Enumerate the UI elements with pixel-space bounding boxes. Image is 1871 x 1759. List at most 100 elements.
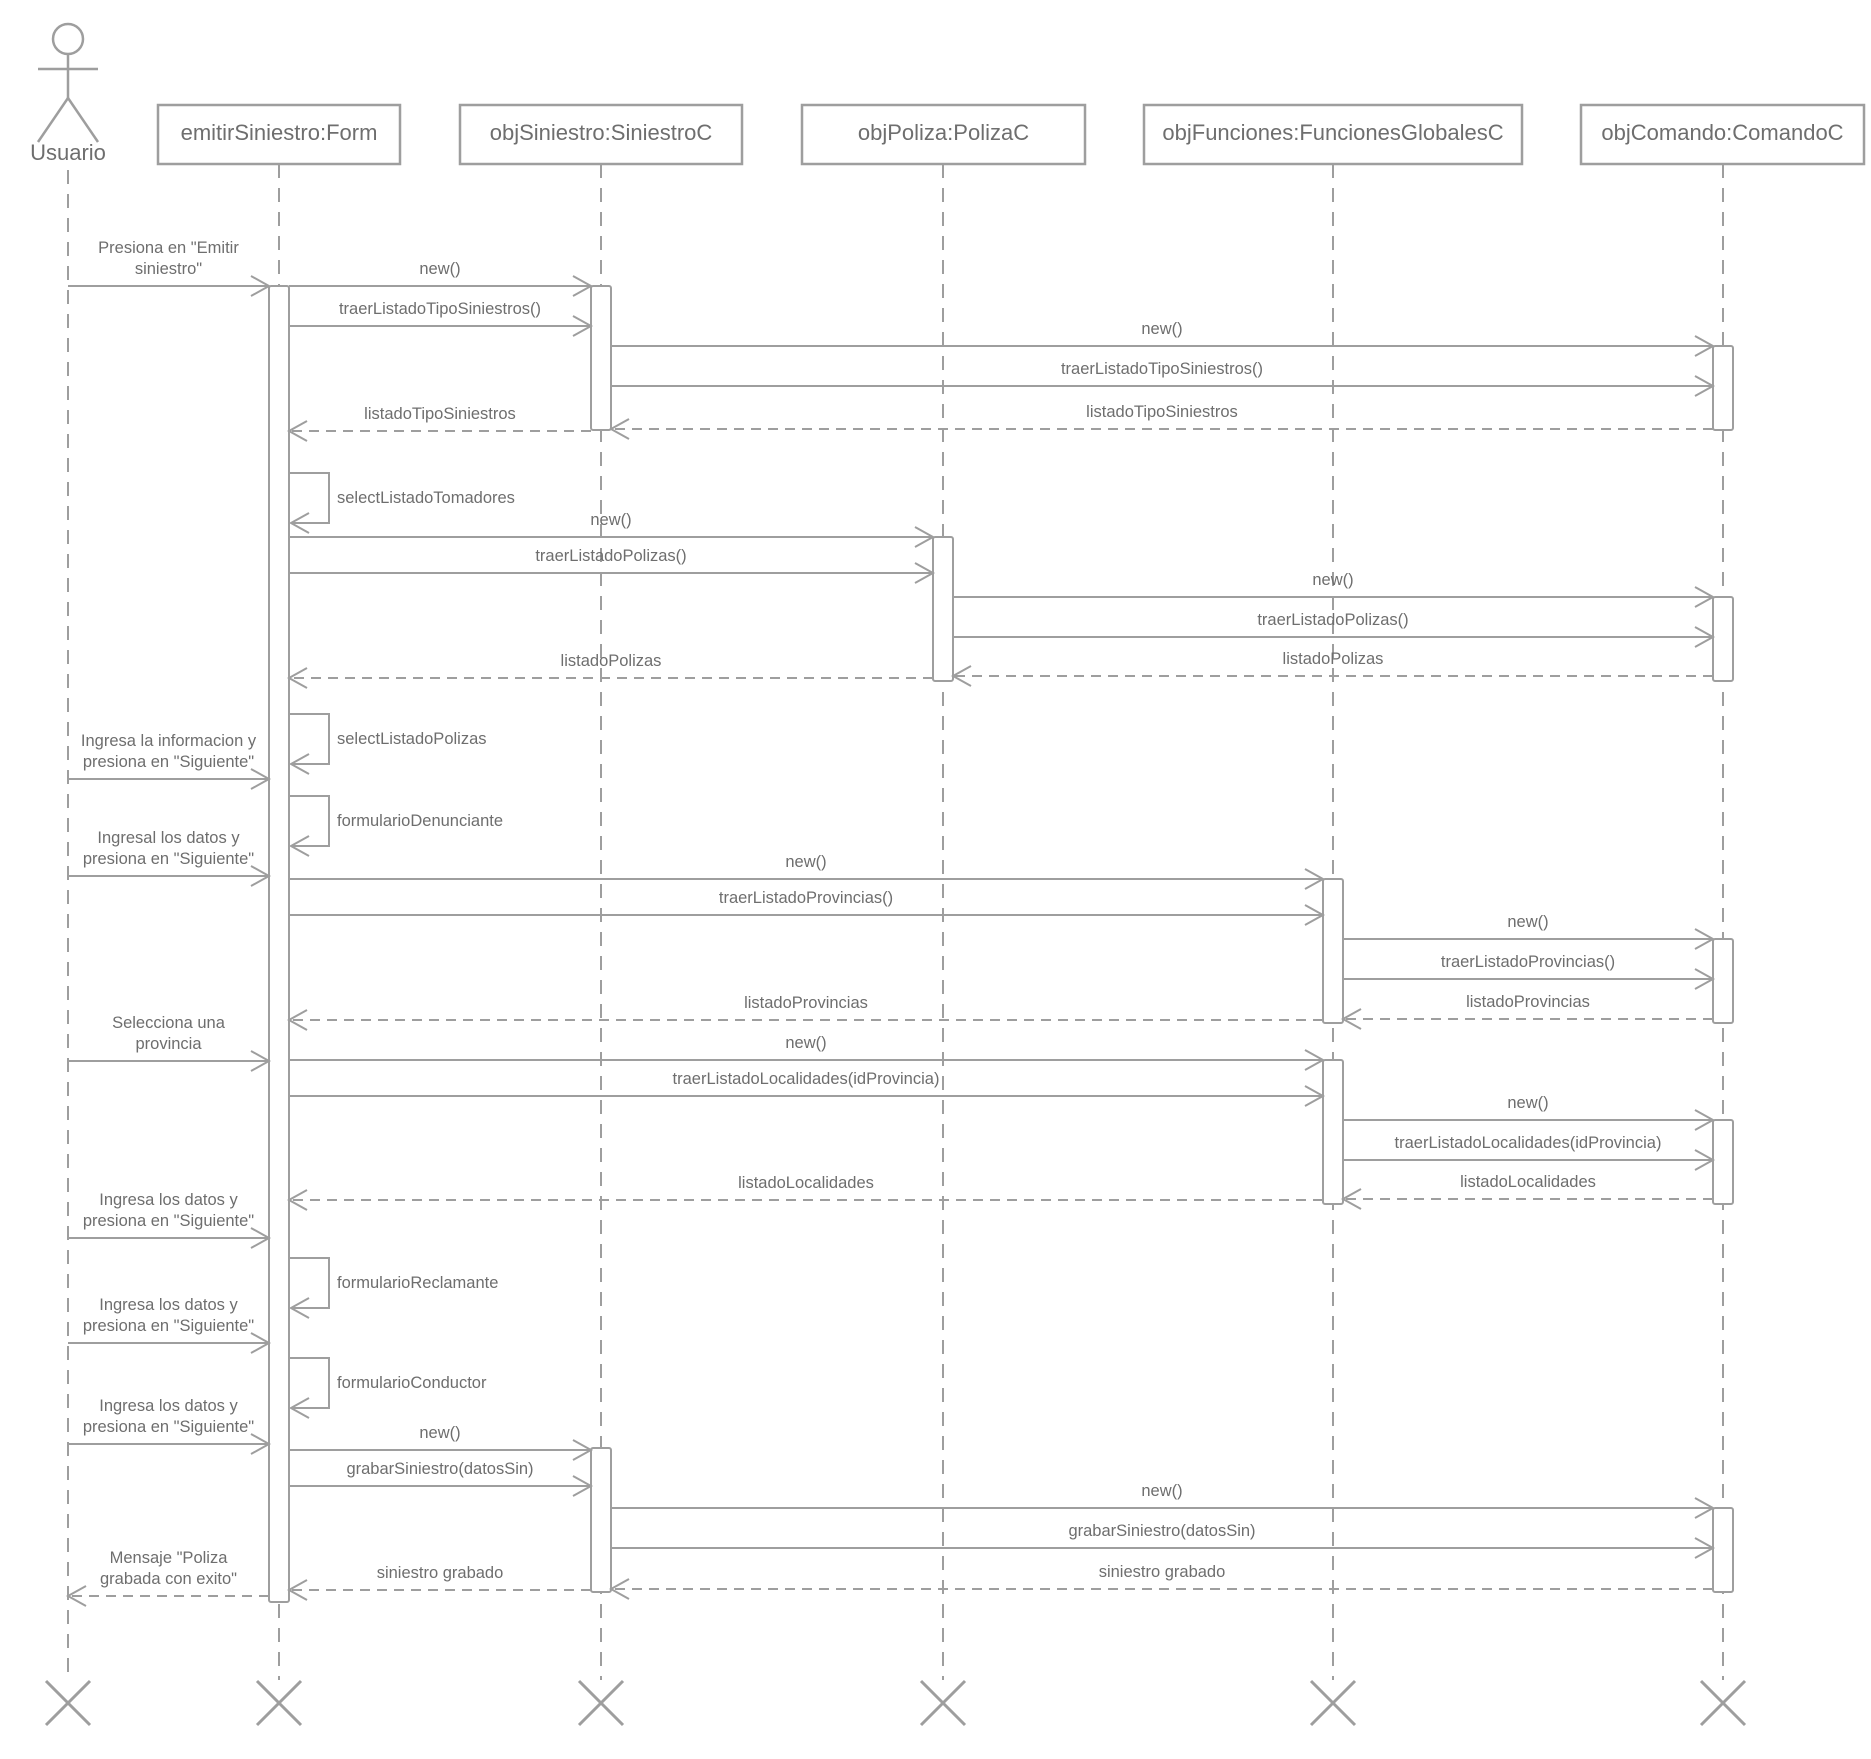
message-arrow: traerListadoTipoSiniestros() <box>611 360 1716 397</box>
participant-label: objPoliza:PolizaC <box>858 120 1029 145</box>
message-label: listadoPolizas <box>561 652 662 670</box>
message-label: listadoLocalidades <box>738 1174 874 1192</box>
message-label: listadoPolizas <box>1283 650 1384 668</box>
message-arrow: new() <box>953 571 1716 608</box>
return-message: listadoProvincias <box>286 994 1323 1031</box>
activation-bar-poliza <box>932 536 954 682</box>
message-label: presiona en "Siguiente" <box>83 1317 254 1335</box>
message-arrow: new() <box>289 260 594 297</box>
message-label: new() <box>785 853 826 871</box>
message-label: formularioConductor <box>337 1374 487 1392</box>
message-label: selectListadoPolizas <box>337 730 487 748</box>
actor-label: Usuario <box>30 140 106 165</box>
message-label: new() <box>590 511 631 529</box>
message-label: new() <box>1507 1094 1548 1112</box>
message-label: presiona en "Siguiente" <box>83 753 254 771</box>
message-arrow: Selecciona una provincia <box>68 1014 272 1072</box>
message-label: grabarSiniestro(datosSin) <box>1068 1522 1255 1540</box>
activation-bar-funciones <box>1322 1059 1344 1205</box>
participant-comando: objComando:ComandoC <box>1579 103 1866 166</box>
return-message: listadoPolizas <box>286 652 933 689</box>
activation-bar-comando <box>1712 596 1734 682</box>
message-label: new() <box>785 1034 826 1052</box>
activation-bar-siniestro <box>590 1447 612 1593</box>
message-arrow: new() <box>289 511 936 548</box>
message-label: provincia <box>135 1035 202 1053</box>
message-arrow: Ingresa la informacion y presiona en "Sig… <box>68 732 272 790</box>
activation-bar-funciones <box>1322 878 1344 1024</box>
message-label: traerListadoPolizas() <box>1257 611 1408 629</box>
activation-bar-comando <box>1712 1507 1734 1593</box>
message-label: Ingresal los datos y <box>97 829 240 847</box>
message-label: grabarSiniestro(datosSin) <box>346 1460 533 1478</box>
message-label: new() <box>419 260 460 278</box>
message-label: Ingresa la informacion y <box>81 732 257 750</box>
message-label: presiona en "Siguiente" <box>83 850 254 868</box>
message-label: listadoTipoSiniestros <box>364 405 516 423</box>
participant-label: objComando:ComandoC <box>1601 120 1843 145</box>
message-label: traerListadoTipoSiniestros() <box>1061 360 1263 378</box>
destroy-marker-funciones <box>1309 1679 1357 1727</box>
message-label: traerListadoTipoSiniestros() <box>339 300 541 318</box>
message-label: new() <box>1141 1482 1182 1500</box>
message-arrow: Ingresal los datos y presiona en "Siguien… <box>68 829 272 887</box>
message-label: presiona en "Siguiente" <box>83 1418 254 1436</box>
message-label: traerListadoPolizas() <box>535 547 686 565</box>
message-arrow: new() <box>1343 913 1716 950</box>
return-message: listadoTipoSiniestros <box>608 403 1713 440</box>
return-message: listadoLocalidades <box>1340 1173 1713 1210</box>
message-label: listadoProvincias <box>1466 993 1590 1011</box>
activation-bar-comando <box>1712 345 1734 431</box>
participant-label: objSiniestro:SiniestroC <box>490 120 713 145</box>
message-label: new() <box>1507 913 1548 931</box>
message-label: Ingresa los datos y <box>99 1296 238 1314</box>
message-arrow: traerListadoLocalidades(idProvincia) <box>1343 1134 1716 1171</box>
message-label: traerListadoLocalidades(idProvincia) <box>673 1070 940 1088</box>
participant-poliza: objPoliza:PolizaC <box>800 103 1087 166</box>
message-label: formularioDenunciante <box>337 812 503 830</box>
message-label: traerListadoProvincias() <box>1441 953 1615 971</box>
self-message: selectListadoPolizas <box>288 713 487 775</box>
participant-form: emitirSiniestro:Form <box>156 103 402 166</box>
message-label: Selecciona una <box>112 1014 226 1032</box>
message-label: traerListadoLocalidades(idProvincia) <box>1395 1134 1662 1152</box>
self-message: formularioDenunciante <box>288 795 503 857</box>
message-arrow: new() <box>289 1424 594 1461</box>
message-label: grabada con exito" <box>100 1570 237 1588</box>
message-label: formularioReclamante <box>337 1274 498 1292</box>
message-arrow: traerListadoPolizas() <box>953 611 1716 648</box>
message-arrow: new() <box>1343 1094 1716 1131</box>
message-label: Ingresa los datos y <box>99 1191 238 1209</box>
message-arrow: traerListadoLocalidades(idProvincia) <box>289 1070 1326 1107</box>
message-arrow: traerListadoTipoSiniestros() <box>289 300 594 337</box>
message-label: new() <box>419 1424 460 1442</box>
message-label: siniestro grabado <box>1099 1563 1226 1581</box>
message-label: Mensaje "Poliza <box>110 1549 229 1567</box>
message-label: listadoProvincias <box>744 994 868 1012</box>
participant-label: objFunciones:FuncionesGlobalesC <box>1162 120 1503 145</box>
activation-bar-siniestro <box>590 285 612 431</box>
message-arrow: traerListadoProvincias() <box>289 889 1326 926</box>
self-message: formularioConductor <box>288 1357 487 1419</box>
message-arrow: new() <box>611 320 1716 357</box>
message-arrow: new() <box>289 1034 1326 1071</box>
participant-siniestro: objSiniestro:SiniestroC <box>458 103 744 166</box>
self-message: selectListadoTomadores <box>288 472 515 534</box>
participant-label: emitirSiniestro:Form <box>181 120 378 145</box>
return-message: listadoTipoSiniestros <box>286 405 591 442</box>
message-arrow: Ingresa los datos y presiona en "Siguient… <box>68 1296 272 1354</box>
activation-bar-comando <box>1712 1119 1734 1205</box>
destroy-marker-comando <box>1699 1679 1747 1727</box>
activation-bar-form <box>268 285 290 1603</box>
return-message: listadoLocalidades <box>286 1174 1323 1211</box>
message-arrow: grabarSiniestro(datosSin) <box>611 1522 1716 1559</box>
actor-usuario <box>36 22 100 143</box>
self-message: formularioReclamante <box>288 1257 498 1319</box>
message-arrow: traerListadoPolizas() <box>289 547 936 584</box>
return-message: siniestro grabado <box>286 1564 591 1601</box>
destroy-marker-usuario <box>44 1679 92 1727</box>
message-arrow: new() <box>289 853 1326 890</box>
